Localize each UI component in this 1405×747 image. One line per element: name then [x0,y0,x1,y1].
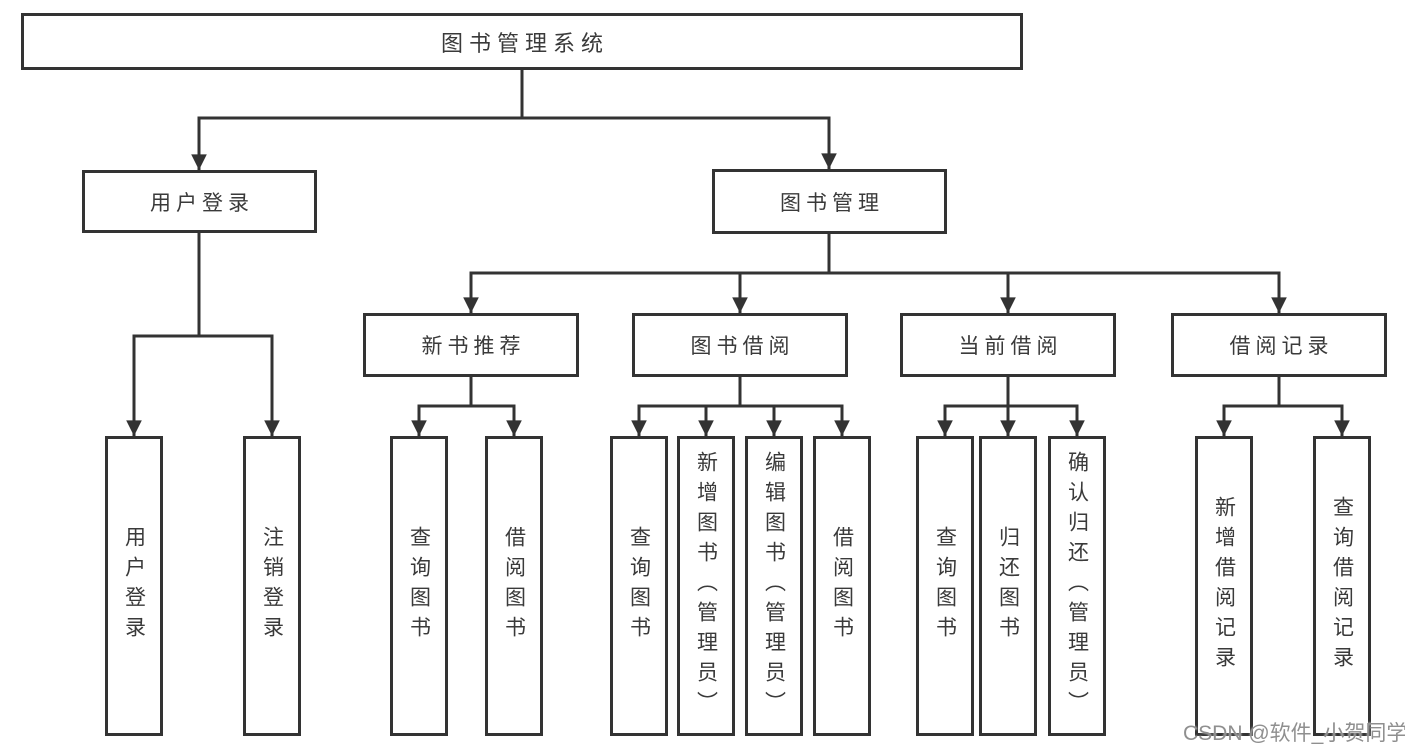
connector-borrowrec-stem [1222,375,1344,408]
leaf-query-books-3-label: 查询图书 [933,526,957,646]
leaf-add-book-admin: 新增图书（管理员） [677,436,735,736]
leaf-query-books-2-label: 查询图书 [627,526,651,646]
node-new-book-recommend: 新书推荐 [363,313,579,377]
leaf-borrow-books-1: 借阅图书 [485,436,543,736]
leaf-user-login: 用户登录 [105,436,163,736]
leaf-query-books-2: 查询图书 [610,436,668,736]
leaf-borrow-books-2: 借阅图书 [813,436,871,736]
leaf-edit-book-admin: 编辑图书（管理员） [745,436,803,736]
leaf-add-borrow-record-label: 新增借阅记录 [1212,496,1236,676]
leaf-query-borrow-record-label: 查询借阅记录 [1330,496,1354,676]
leaf-confirm-return-admin: 确认归还（管理员） [1048,436,1106,736]
leaf-logout-label: 注销登录 [260,526,284,646]
leaf-confirm-return-admin-label: 确认归还（管理员） [1065,451,1089,721]
leaf-query-borrow-record: 查询借阅记录 [1313,436,1371,736]
node-current-borrow: 当前借阅 [900,313,1116,377]
leaf-borrow-books-1-label: 借阅图书 [502,526,526,646]
leaf-query-books-3: 查询图书 [916,436,974,736]
leaf-user-login-label: 用户登录 [122,526,146,646]
leaf-query-books-1-label: 查询图书 [407,526,431,646]
node-book-management: 图书管理 [712,169,947,234]
connector-bookborrow-stem [637,375,844,408]
connector-userlogin-stem [132,231,274,338]
node-library-system: 图书管理系统 [21,13,1023,70]
connector-newrec-stem [417,375,516,408]
csdn-watermark: CSDN @软件_小贺同学 [1183,722,1405,745]
leaf-add-borrow-record: 新增借阅记录 [1195,436,1253,736]
leaf-logout: 注销登录 [243,436,301,736]
leaf-query-books-1: 查询图书 [390,436,448,736]
leaf-return-book: 归还图书 [979,436,1037,736]
leaf-add-book-admin-label: 新增图书（管理员） [694,451,718,721]
node-book-borrow: 图书借阅 [632,313,848,377]
node-borrow-records: 借阅记录 [1171,313,1387,377]
leaf-borrow-books-2-label: 借阅图书 [830,526,854,646]
connector-curborrow-stem [943,375,1079,408]
leaf-edit-book-admin-label: 编辑图书（管理员） [762,451,786,721]
leaf-return-book-label: 归还图书 [996,526,1020,646]
node-user-login: 用户登录 [82,170,317,233]
